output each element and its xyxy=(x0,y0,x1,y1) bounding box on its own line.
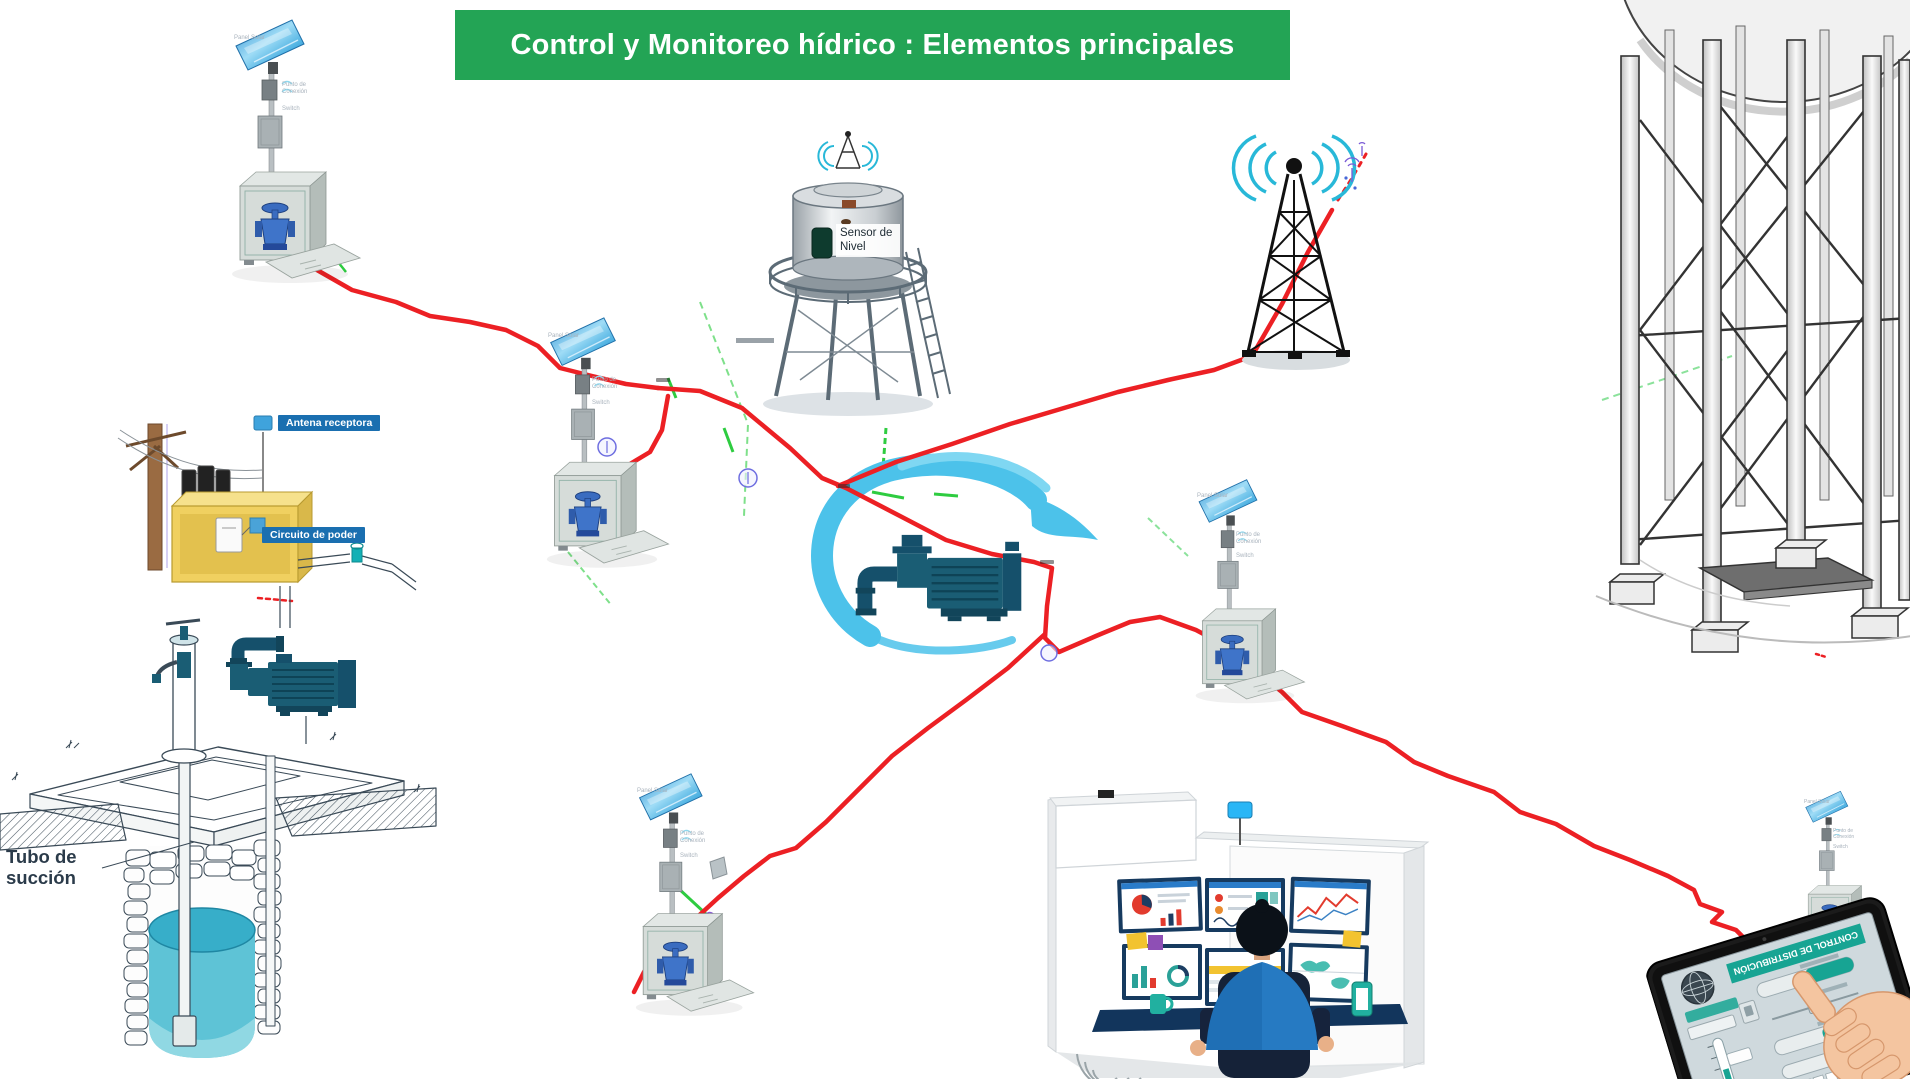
station3-connection-label: Punto de Conexión xyxy=(1236,532,1262,545)
signal-waves-icon xyxy=(1231,134,1357,202)
station1-connection-label: Punto de Conexión xyxy=(282,82,308,95)
signal-waves-icon xyxy=(817,141,879,171)
station2-panel-label: Panel Solar xyxy=(548,333,580,339)
receiver-antenna-icon xyxy=(253,415,273,431)
ground-line xyxy=(736,338,774,343)
water-tower xyxy=(763,131,951,416)
station4-panel-label: Panel Solar xyxy=(637,788,669,794)
title-banner: Control y Monitoreo hídrico : Elementos … xyxy=(455,10,1290,80)
pipe-valve-icon xyxy=(351,547,363,563)
antenna-icon xyxy=(835,135,861,169)
water-swirl-icon xyxy=(811,452,1098,655)
station1-switch-label: Switch xyxy=(282,106,300,112)
station4-connection-label: Punto de Conexión xyxy=(680,831,706,844)
small-device-box xyxy=(709,856,728,880)
operator-head xyxy=(1236,904,1288,956)
remote-antenna-glyphs xyxy=(1344,142,1366,182)
station1-panel-label: Panel Solar xyxy=(234,35,266,41)
radio-tower xyxy=(1231,134,1366,370)
pointing-hand xyxy=(1778,952,1910,1079)
wifi-arcs-icon xyxy=(1076,1053,1142,1079)
suction-pipe-label: Tubo de succión xyxy=(6,846,77,889)
map-markers xyxy=(597,378,1058,926)
power-station xyxy=(117,415,417,591)
ladder-icon xyxy=(905,247,951,399)
tablet-titlebar xyxy=(1726,923,1866,984)
sensor-level-label: Sensor de Nivel xyxy=(836,224,900,257)
globe-icon xyxy=(1680,970,1715,1005)
control-room xyxy=(1047,790,1430,1079)
station5-connection-label: Punto de Conexión xyxy=(1833,828,1855,840)
station5-switch-label: Switch xyxy=(1833,844,1848,850)
station2-switch-label: Switch xyxy=(592,400,610,406)
mug-icon xyxy=(1150,994,1166,1014)
solar-station-1 xyxy=(231,19,361,284)
station2-connection-label: Punto de Conexión xyxy=(592,377,618,390)
solar-station-4 xyxy=(635,773,755,1017)
antenna-receiver-badge: Antena receptora xyxy=(278,415,381,431)
well-system xyxy=(0,586,437,1058)
station3-switch-label: Switch xyxy=(1236,553,1254,559)
thermometer-slider xyxy=(1707,1037,1753,1079)
power-circuit-badge: Circuito de poder xyxy=(262,527,365,543)
page-title: Control y Monitoreo hídrico : Elementos … xyxy=(510,28,1235,61)
station5-panel-label: Panel Solar xyxy=(1804,799,1830,805)
pipeline-network xyxy=(256,152,1828,995)
room-antenna-icon xyxy=(1227,801,1253,819)
monitor-wall xyxy=(1117,876,1371,1006)
elevated-tank xyxy=(1595,0,1910,653)
station4-switch-label: Switch xyxy=(680,853,698,859)
station3-panel-label: Panel Solar xyxy=(1197,493,1229,499)
pump-icon xyxy=(855,534,1022,622)
solar-station-3 xyxy=(1195,479,1306,704)
